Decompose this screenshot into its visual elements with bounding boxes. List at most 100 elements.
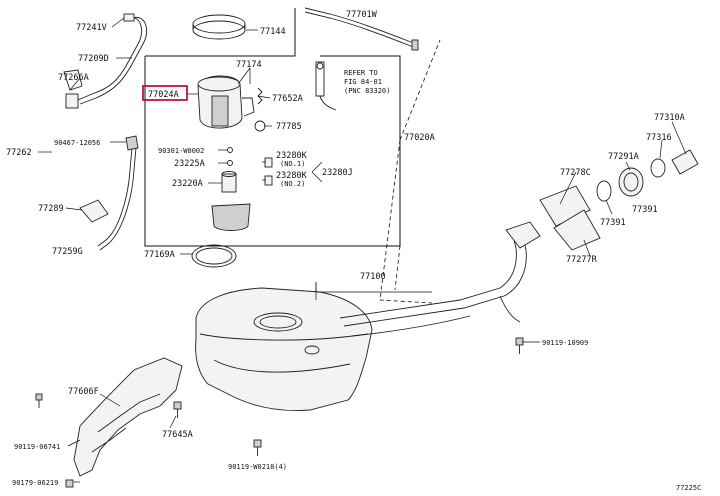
- label-no1: (NO.1): [280, 160, 305, 168]
- bolt: [253, 439, 262, 456]
- label-23220A: 23220A: [172, 179, 203, 189]
- label-77262: 77262: [6, 148, 32, 158]
- clamp-77289: [79, 199, 109, 223]
- dash-leader: [399, 39, 441, 141]
- label-77645A: 77645A: [162, 430, 193, 440]
- gasket-no2: [264, 175, 273, 186]
- label-77606F: 77606F: [68, 387, 99, 397]
- vent-tube-outer: [79, 16, 147, 105]
- gasket-ring-inner: [195, 247, 233, 265]
- label-77259G: 77259G: [52, 247, 83, 257]
- filler-neck: [505, 221, 541, 249]
- heat-shield: [73, 357, 183, 477]
- clamp: [65, 93, 79, 109]
- filler-pipe: [339, 231, 517, 319]
- label-77785: 77785: [276, 122, 302, 132]
- tube-clip: [123, 13, 135, 22]
- tank-contour: [213, 359, 351, 373]
- connector-wire: [319, 95, 337, 111]
- hose-end: [411, 39, 419, 51]
- label-77266A: 77266A: [58, 73, 89, 83]
- label-90301-W0002: 90301-W0002: [158, 147, 204, 155]
- ref-note-line2: FIG 84-01: [344, 78, 382, 86]
- label-23280J: 23280J: [322, 168, 353, 178]
- filler-ring-inner: [623, 172, 639, 192]
- breather-tube: [351, 315, 471, 337]
- vent-tube: [77, 16, 142, 101]
- part-labels: 77241V 77209D 77266A 77262 90467-12056 7…: [6, 10, 701, 492]
- fuel-cap-77310A: [671, 149, 699, 175]
- label-77391-left: 77391: [600, 218, 626, 228]
- gasket-77316: [650, 158, 666, 178]
- label-77701W: 77701W: [346, 10, 378, 20]
- gasket-no1: [264, 157, 273, 168]
- dash-leader: [379, 139, 433, 304]
- highlight-box: [142, 85, 188, 101]
- bracket: [63, 69, 83, 91]
- label-90119-10909: 90119-10909: [542, 339, 588, 347]
- label-77391-right: 77391: [632, 205, 658, 215]
- pump-core: [211, 95, 229, 127]
- filler-lower: [499, 295, 521, 323]
- label-77277R: 77277R: [566, 255, 598, 265]
- filler-bracket-77278C: [539, 185, 591, 227]
- label-77241V: 77241V: [76, 23, 107, 33]
- oring-23225A: [227, 160, 233, 166]
- filler-pipe-outer: [343, 231, 527, 327]
- bolt: [515, 337, 524, 354]
- clip-77785: [254, 120, 266, 132]
- vent-hose-outer: [304, 11, 417, 49]
- pump-arm: [242, 97, 255, 117]
- shield-rib: [91, 427, 127, 453]
- gasket-ring: [191, 244, 237, 268]
- filler-ring-77291A: [618, 167, 644, 197]
- ref-note-line1: REFER TO: [344, 69, 378, 77]
- pipe-clamp: [125, 135, 139, 151]
- label-77316: 77316: [646, 133, 672, 143]
- vent-hose: [304, 7, 417, 45]
- label-no2: (NO.2): [280, 180, 305, 188]
- label-77310A: 77310A: [654, 113, 685, 123]
- label-77289: 77289: [38, 204, 64, 214]
- shield-rib: [97, 393, 161, 433]
- label-90179-06219: 90179-06219: [12, 479, 58, 487]
- label-23280K-2: 23280K: [276, 171, 308, 181]
- fuel-pipe: [97, 147, 133, 247]
- dash-leader: [394, 245, 401, 291]
- filter-top: [221, 171, 237, 177]
- label-77652A: 77652A: [272, 94, 303, 104]
- label-90467-12056: 90467-12056: [54, 139, 100, 147]
- label-77144: 77144: [260, 27, 286, 37]
- diagram-code: 77225C: [676, 484, 701, 492]
- fuel-pipe-outer: [99, 147, 137, 251]
- label-23280K-1: 23280K: [276, 151, 308, 161]
- label-90119-W0218: 90119-W0218(4): [228, 463, 287, 471]
- label-77020A: 77020A: [404, 133, 435, 143]
- connector: [315, 61, 325, 97]
- tank-pump-opening-inner: [259, 315, 297, 329]
- oring: [227, 147, 233, 153]
- ref-note-line3: (PNC 83320): [344, 87, 390, 95]
- fuel-tank: [195, 287, 373, 411]
- tank-seam: [199, 333, 369, 341]
- bolt: [173, 401, 182, 418]
- tank-pump-opening: [253, 312, 303, 332]
- connector-pin: [316, 62, 324, 70]
- filler-housing-77277R: [553, 209, 601, 251]
- tank-vent-port: [304, 345, 320, 355]
- sub-tank: [211, 203, 251, 231]
- label-77024A: 77024A: [148, 90, 179, 100]
- bolt: [35, 393, 43, 408]
- label-77209D: 77209D: [78, 54, 109, 64]
- label-77291A: 77291A: [608, 152, 639, 162]
- gasket-77391: [596, 180, 612, 202]
- bolt: [65, 479, 74, 488]
- label-77100: 77100: [360, 272, 386, 282]
- pump-flange: [197, 76, 241, 92]
- label-90119-06741: 90119-06741: [14, 443, 60, 451]
- label-77174: 77174: [236, 60, 262, 70]
- label-77278C: 77278C: [560, 168, 591, 178]
- label-23225A: 23225A: [174, 159, 205, 169]
